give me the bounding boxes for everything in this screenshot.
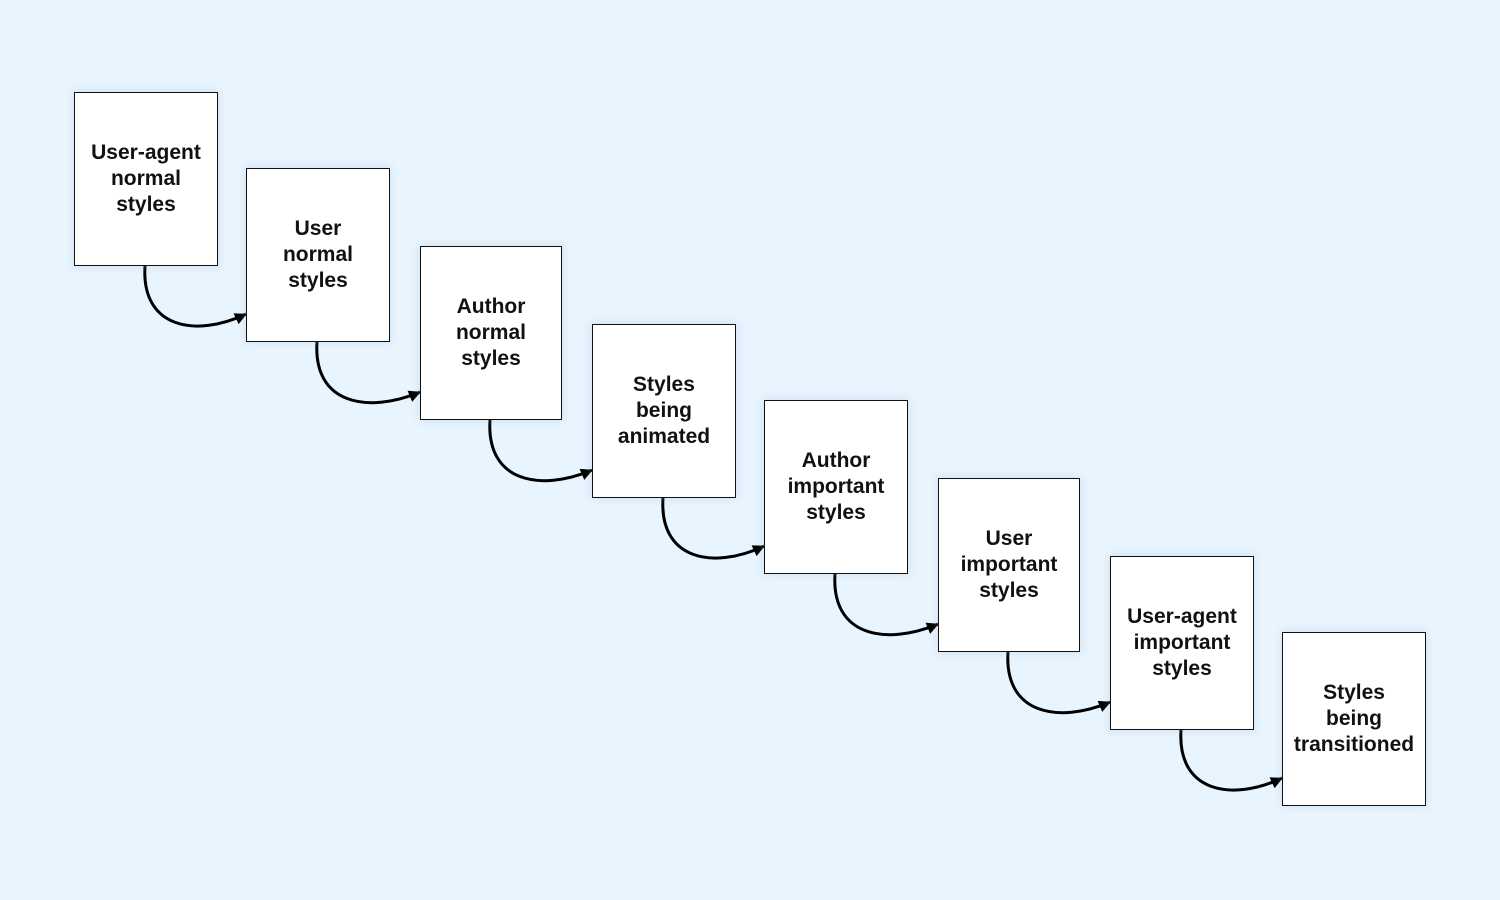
connector-arrow (833, 573, 939, 637)
step-label: Styles being transitioned (1293, 681, 1415, 756)
step-label: User-agent important styles (1127, 605, 1237, 680)
step-label: User normal styles (282, 217, 353, 292)
connector-arrow (488, 419, 593, 483)
step-box-animated: Styles being animated (592, 324, 736, 498)
step-box-author-important: Author important styles (764, 400, 908, 574)
connector-arrow (1179, 729, 1283, 792)
connector-arrow (315, 341, 421, 405)
step-label: User-agent normal styles (91, 141, 201, 216)
connector-arrow (1006, 651, 1111, 715)
step-box-transitioned: Styles being transitioned (1282, 632, 1426, 806)
step-label: Styles being animated (617, 373, 711, 448)
step-label: Author important styles (787, 449, 885, 524)
connector-arrow (661, 497, 765, 560)
step-box-user-normal: User normal styles (246, 168, 390, 342)
step-label: User important styles (960, 527, 1058, 602)
step-box-user-agent-normal: User-agent normal styles (74, 92, 218, 266)
step-box-author-normal: Author normal styles (420, 246, 562, 420)
step-box-user-agent-important: User-agent important styles (1110, 556, 1254, 730)
step-label: Author normal styles (455, 295, 526, 370)
connector-arrow (143, 265, 247, 328)
step-box-user-important: User important styles (938, 478, 1080, 652)
